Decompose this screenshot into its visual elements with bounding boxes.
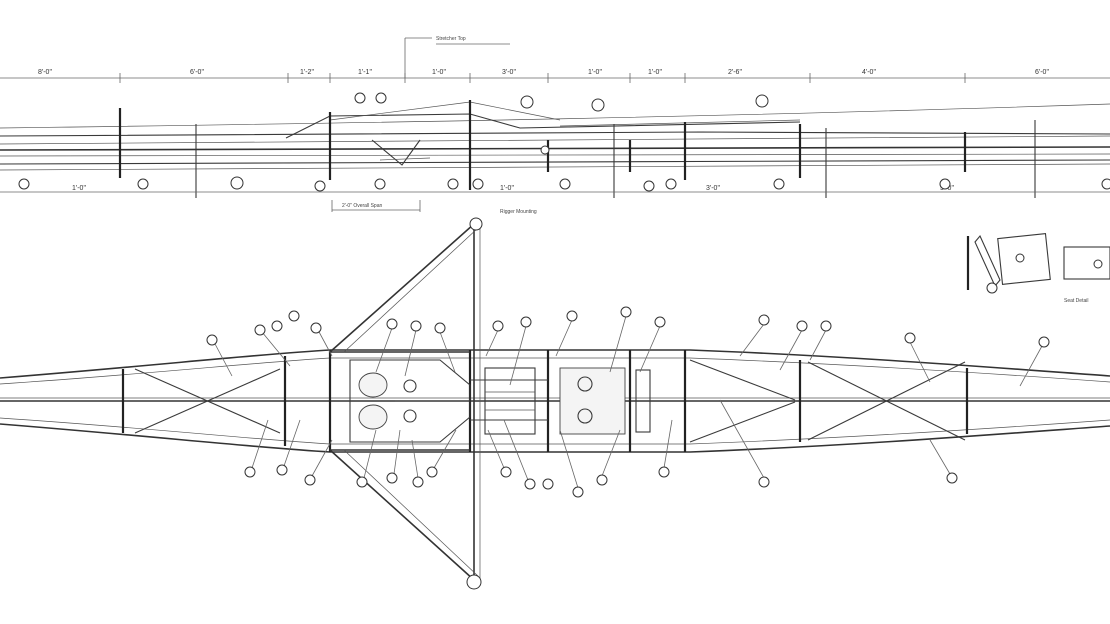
bottom-note: Rigger Mounting [500,209,537,215]
dim-label-6: 3'-0" [502,69,516,76]
dim-label-9: 2'-6" [728,69,742,76]
span-label: 2'-0" Overall Span [342,203,382,209]
plan-view [0,217,1110,590]
dim-label-2: 6'-0" [190,69,204,76]
seat-detail: Seat Detail [966,233,1110,304]
side-frames [118,100,1036,198]
hull-profile [0,101,1110,171]
dim-label-8: 1'-0" [648,69,662,76]
rigger [329,217,483,590]
bottom-dim-label-3: 3'-0" [706,185,720,192]
detail-note: Seat Detail [1064,298,1088,304]
top-note: Stretcher Top [436,36,466,42]
bottom-dim-label-2: 1'-0" [500,185,514,192]
dim-label-1: 8'-0" [38,69,52,76]
dim-label-11: 6'-0" [1035,69,1049,76]
dim-label-5: 1'-0" [432,69,446,76]
dim-label-4: 1'-1" [358,69,372,76]
bottom-dim-label-1: 1'-0" [72,185,86,192]
dim-label-10: 4'-0" [862,69,876,76]
dim-label-7: 1'-0" [588,69,602,76]
side-elevation: 8'-0" 6'-0" 1'-2" 1'-1" 1'-0" 3'-0" 1'-0… [0,36,1110,215]
side-callouts [18,92,1110,192]
plan-callouts [206,306,1050,498]
dim-label-3: 1'-2" [300,69,314,76]
